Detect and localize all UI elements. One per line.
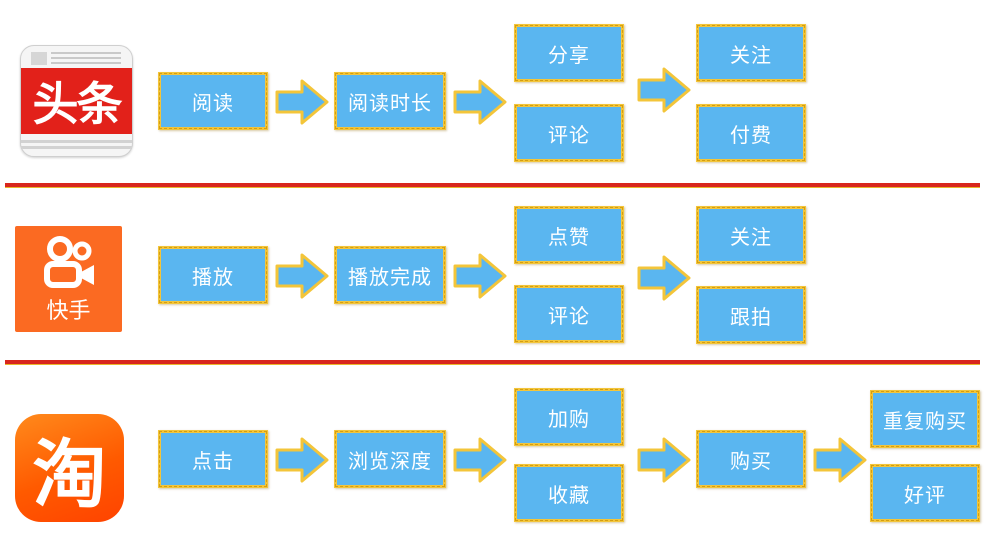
step-label: 浏览深度 — [348, 448, 432, 473]
arrow-right-icon — [275, 253, 329, 299]
arrow-right-icon — [453, 253, 507, 299]
logo-decoration — [21, 140, 132, 150]
taobao-step-good-review: 好评 — [870, 464, 980, 522]
step-label: 点击 — [192, 448, 234, 473]
toutiao-step-follow: 关注 — [696, 24, 806, 82]
taobao-step-add-to-cart: 加购 — [514, 388, 624, 446]
kuaishou-step-comment: 评论 — [514, 285, 624, 343]
taobao-step-browse-depth: 浏览深度 — [334, 430, 446, 488]
toutiao-step-read-duration: 阅读时长 — [334, 72, 446, 130]
taobao-step-repurchase: 重复购买 — [870, 390, 980, 448]
toutiao-step-read: 阅读 — [158, 72, 268, 130]
taobao-step-favorite: 收藏 — [514, 464, 624, 522]
toutiao-step-share: 分享 — [514, 24, 624, 82]
step-label: 阅读时长 — [348, 90, 432, 115]
kuaishou-step-follow-shoot: 跟拍 — [696, 286, 806, 344]
kuaishou-step-follow: 关注 — [696, 206, 806, 264]
arrow-right-icon — [813, 437, 867, 483]
taobao-logo: 淘 — [15, 414, 124, 522]
arrow-right-icon — [275, 437, 329, 483]
arrow-right-icon — [637, 67, 691, 113]
row-divider — [5, 183, 980, 187]
arrow-right-icon — [637, 255, 691, 301]
step-label: 评论 — [548, 303, 590, 328]
kuaishou-step-play: 播放 — [158, 246, 268, 304]
camera-icon — [44, 236, 94, 288]
toutiao-step-pay: 付费 — [696, 104, 806, 162]
kuaishou-step-play-complete: 播放完成 — [334, 246, 446, 304]
step-label: 播放完成 — [348, 264, 432, 289]
step-label: 点赞 — [548, 224, 590, 249]
taobao-logo-text: 淘 — [32, 431, 107, 518]
taobao-step-click: 点击 — [158, 430, 268, 488]
kuaishou-logo-text: 快手 — [46, 299, 91, 324]
step-label: 收藏 — [548, 482, 590, 507]
step-label: 关注 — [730, 224, 772, 249]
row-divider — [5, 360, 980, 364]
step-label: 付费 — [730, 122, 772, 147]
toutiao-logo-text: 头条 — [21, 68, 132, 134]
arrow-right-icon — [275, 79, 329, 125]
arrow-right-icon — [637, 437, 691, 483]
step-label: 分享 — [548, 42, 590, 67]
toutiao-logo: 头条 — [20, 45, 133, 157]
taobao-step-purchase: 购买 — [696, 430, 806, 488]
step-label: 关注 — [730, 42, 772, 67]
step-label: 购买 — [730, 448, 772, 473]
toutiao-step-comment: 评论 — [514, 104, 624, 162]
arrow-right-icon — [453, 79, 507, 125]
kuaishou-step-like: 点赞 — [514, 206, 624, 264]
logo-decoration — [31, 52, 47, 65]
step-label: 评论 — [548, 122, 590, 147]
logo-decoration — [51, 52, 121, 66]
step-label: 加购 — [548, 406, 590, 431]
step-label: 阅读 — [192, 90, 234, 115]
step-label: 好评 — [904, 482, 946, 507]
step-label: 跟拍 — [730, 304, 772, 329]
step-label: 重复购买 — [883, 408, 967, 433]
arrow-right-icon — [453, 437, 507, 483]
kuaishou-logo: 快手 — [15, 226, 122, 332]
step-label: 播放 — [192, 264, 234, 289]
